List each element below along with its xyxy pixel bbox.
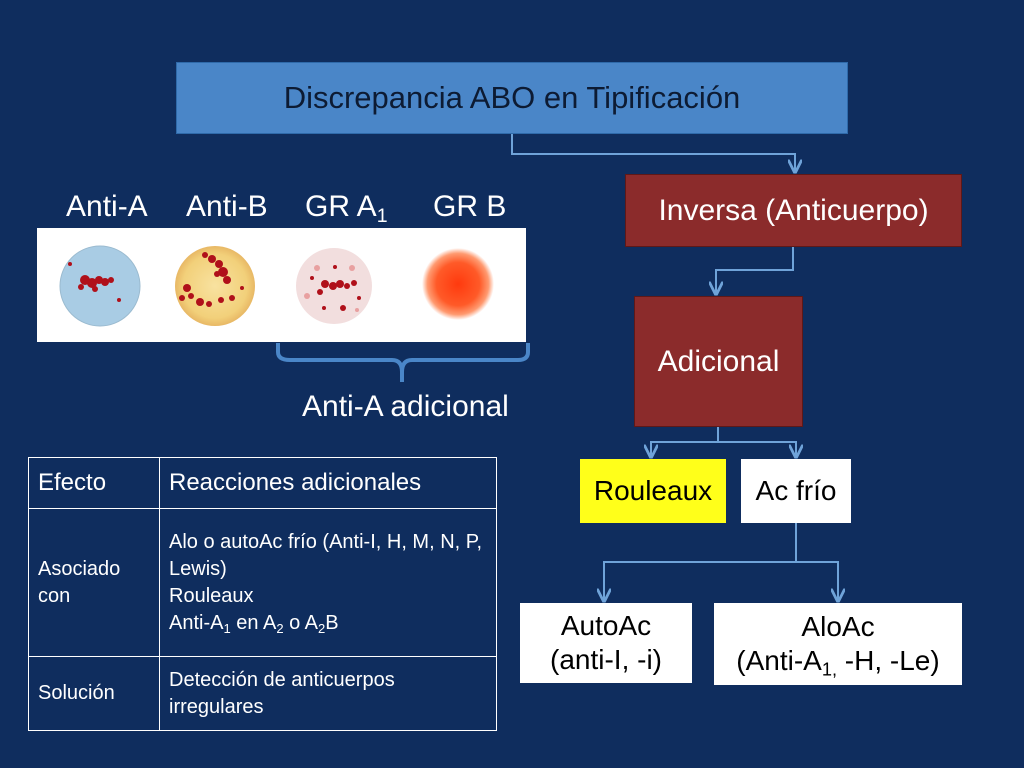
well-anti-a (59, 245, 141, 327)
effects-table: Efecto Reacciones adicionales Asociado c… (28, 457, 497, 731)
table-row: Asociado con Alo o autoAc frío (Anti-I, … (28, 508, 497, 657)
table-row: Solución Detección de anticuerpos irregu… (28, 656, 497, 731)
table-cell-solution-detail: Detección de anticuerpos irregulares (159, 656, 497, 731)
table-header-effect: Efecto (28, 457, 160, 509)
arrow-title-to-inverse (511, 134, 795, 172)
well-gr-a1 (296, 248, 372, 324)
arrow-inverse-to-additional (716, 247, 794, 294)
table-header-reactions: Reacciones adicionales (159, 457, 497, 509)
aloac-title: AloAc (801, 611, 875, 643)
aloac-detail: (Anti-A1, -H, -Le) (736, 645, 940, 680)
arrow-additional-to-rouleaux (651, 427, 719, 457)
diagram-title: Discrepancia ABO en Tipificación (176, 62, 848, 134)
table-cell-solution: Solución (28, 656, 160, 731)
brace-label: Anti-A adicional (302, 390, 509, 423)
label-gr-a1: GR A1 (305, 190, 388, 227)
cold-antibody-box: Ac frío (741, 459, 851, 523)
autoantibody-box: AutoAc (anti-I, -i) (520, 603, 692, 683)
well-anti-b (175, 246, 255, 326)
label-gr-b: GR B (433, 190, 507, 223)
label-anti-b: Anti-B (186, 190, 268, 223)
autoac-title: AutoAc (560, 610, 652, 642)
arrow-additional-to-cold (718, 441, 796, 457)
inverse-antibody-box: Inversa (Anticuerpo) (625, 174, 962, 247)
table-cell-associated: Asociado con (28, 508, 160, 657)
table-cell-associated-reactions: Alo o autoAc frío (Anti-I, H, M, N, P, L… (159, 508, 497, 657)
arrow-cold-to-autoac (604, 523, 797, 601)
agglutination-panel (37, 228, 526, 342)
well-gr-b (422, 248, 494, 320)
brace (276, 343, 530, 382)
table-header-row: Efecto Reacciones adicionales (28, 457, 497, 509)
alloantibody-box: AloAc (Anti-A1, -H, -Le) (714, 603, 962, 685)
label-anti-a: Anti-A (66, 190, 148, 223)
arrow-cold-to-aloac (796, 561, 838, 601)
autoac-detail: (anti-I, -i) (550, 644, 662, 675)
additional-box: Adicional (634, 296, 803, 427)
rouleaux-box: Rouleaux (580, 459, 726, 523)
